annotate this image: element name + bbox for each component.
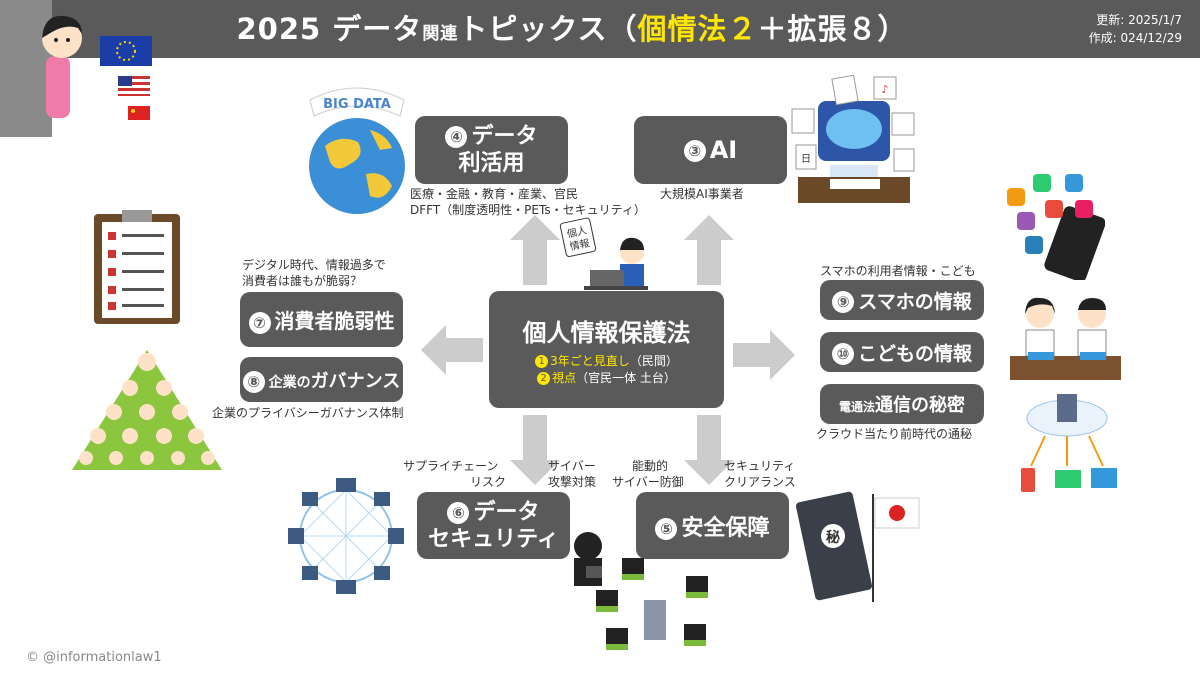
caption-active-defense-2: サイバー防御 (612, 475, 684, 489)
big-data-label: BIG DATA (323, 97, 391, 112)
svg-text:♪: ♪ (881, 83, 888, 96)
arrow-up-right (684, 215, 734, 285)
author-illustration (42, 15, 152, 120)
cloud-devices-illustration (1021, 394, 1117, 492)
caption-smartphone: スマホの利用者情報・こども (820, 264, 976, 278)
caption-data-utilization-2: DFFT（制度透明性・PETs・セキュリティ） (410, 203, 646, 217)
hacker-icon (574, 532, 602, 560)
check-marks (108, 232, 116, 310)
caption-active-defense-1: 能動的 (632, 459, 669, 473)
copyright-footer: © @informationlaw1 (26, 650, 162, 665)
arrow-down-right (684, 415, 734, 485)
caption-consumer-2: 消費者は誰もが脆弱？ (242, 274, 363, 288)
page-title: 2025 データ関連トピックス（個情法２＋拡張８） (236, 12, 908, 46)
personal-info-tag: 個人 情報 (559, 217, 597, 258)
caption-clearance-2: クリアランス (724, 475, 796, 489)
central-topic-title: 個人情報保護法 (522, 319, 691, 347)
caption-cyber-2: 攻撃対策 (548, 475, 597, 489)
arrow-up-left (510, 215, 560, 285)
caption-communication-secrecy: クラウド当たり前時代の通秘 (816, 427, 973, 441)
caption-cyber-1: サイバー (548, 459, 596, 473)
brain-icon (826, 109, 882, 149)
server-icon (1057, 394, 1077, 422)
caption-supply-chain-2: リスク (470, 475, 507, 489)
corporate-pyramid-illustration (72, 350, 222, 470)
arrow-right (733, 330, 795, 380)
author-panel (0, 0, 52, 137)
updated-date: 更新: 2025/1/7 (1096, 13, 1182, 27)
caption-consumer-1: デジタル時代、情報過多で (242, 258, 386, 272)
title-highlight: 個情法２ (637, 12, 758, 46)
network-ring-illustration (288, 478, 404, 594)
title-bar (52, 0, 1200, 58)
caption-ai: 大規模AI事業者 (660, 187, 744, 201)
caption-supply-chain-1: サプライチェーン (403, 459, 499, 473)
server-icon (644, 600, 666, 640)
author-body (46, 56, 70, 118)
eu-flag-icon (100, 36, 152, 66)
china-flag-icon (128, 106, 150, 120)
ai-brain-illustration: ♪ 日 (791, 74, 915, 203)
tag-text-1: 個人 (566, 224, 588, 241)
secret-japan-illustration: 秘 (795, 491, 920, 602)
big-data-globe-illustration: BIG DATA (309, 87, 405, 214)
arrow-down-left (510, 415, 560, 485)
students-illustration (1010, 297, 1121, 380)
infected-computer-icons (596, 558, 708, 644)
arrow-left (421, 325, 483, 375)
big-data-banner (309, 87, 405, 117)
smartphone-apps-illustration (1007, 174, 1105, 280)
secret-stamp: 秘 (826, 529, 840, 546)
caption-clearance-1: セキュリティ (724, 459, 796, 473)
cyber-attack-illustration (574, 532, 708, 650)
tag-text-2: 情報 (568, 236, 590, 253)
smartphone-icon (1044, 206, 1105, 280)
caption-governance: 企業のプライバシーガバナンス体制 (212, 406, 404, 420)
created-date: 作成: 024/12/29 (1088, 31, 1182, 45)
caption-data-utilization-1: 医療・金融・教育・産業、官民 (410, 187, 579, 201)
calendar-icon: 日 (801, 154, 811, 165)
globe-icon (309, 118, 405, 214)
checklist-illustration (94, 210, 180, 324)
topic-communication-secrecy: 電通法通信の秘密 (820, 384, 984, 424)
worker-illustration: 個人 情報 (559, 217, 648, 290)
